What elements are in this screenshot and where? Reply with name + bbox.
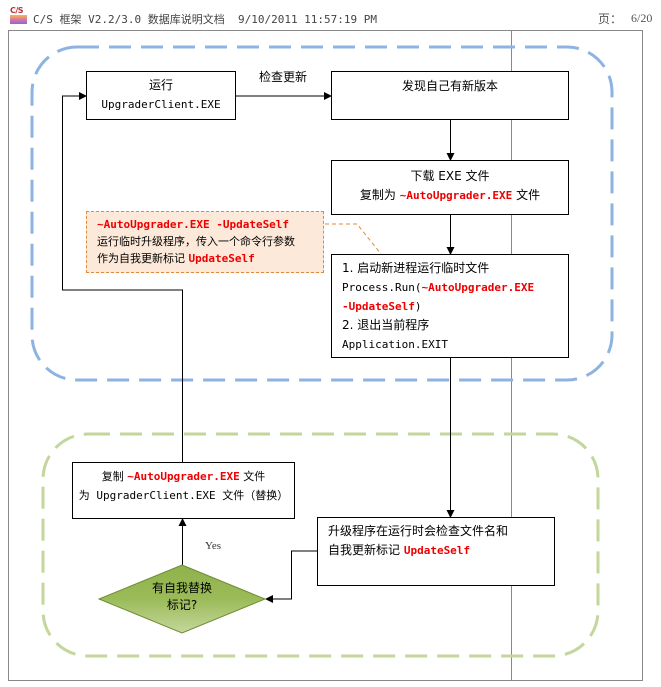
callout-line2: 运行临时升级程序，传入一个命令行参数 — [97, 235, 295, 248]
node-copy-replace: 复制 ~AutoUpgrader.EXE 文件 为 UpgraderClient… — [72, 462, 295, 519]
node-download-line2: 复制为 ~AutoUpgrader.EXE 文件 — [332, 186, 568, 205]
node-start-process-flag: -UpdateSelf — [342, 300, 415, 313]
node-check-filename-line2-prefix: 自我更新标记 — [328, 543, 404, 557]
page-number: 6/20 — [631, 11, 653, 25]
node-start-process-line5: Application.EXIT — [342, 338, 448, 351]
arrow-loop-back — [62, 92, 183, 462]
node-start-process: 1. 启动新进程运行临时文件 Process.Run(~AutoUpgrader… — [331, 254, 569, 358]
callout-line3-prefix: 作为自我更新标记 — [97, 252, 189, 265]
node-start-process-call: Process.Run( — [342, 281, 422, 294]
node-found-new-version-line1: 发现自己有新版本 — [401, 79, 498, 93]
node-download-line2-suffix: 文件 — [512, 188, 541, 202]
label-yes: Yes — [205, 540, 222, 552]
node-found-new-version: 发现自己有新版本 — [331, 71, 569, 120]
page-label: 页： — [598, 12, 623, 26]
decision-text: 有自我替换 标记? — [142, 580, 222, 614]
callout-line3: 作为自我更新标记 UpdateSelf — [97, 250, 323, 267]
node-copy-replace-line1: 复制 ~AutoUpgrader.EXE 文件 — [73, 467, 294, 486]
decision-line1: 有自我替换 — [151, 581, 212, 595]
node-start-process-line2: Process.Run(~AutoUpgrader.EXE — [342, 278, 568, 297]
label-check-update: 检查更新 — [259, 70, 308, 84]
logo-gradient — [10, 15, 27, 24]
callout-note: ~AutoUpgrader.EXE -UpdateSelf 运行临时升级程序，传… — [86, 211, 324, 273]
app-logo: C/S — [10, 6, 27, 24]
page-header: C/S C/S 框架 V2.2/3.0 数据库说明文档 9/10/2011 11… — [0, 0, 661, 30]
update-group-border — [30, 45, 614, 382]
decision-diamond — [97, 564, 267, 634]
replace-group-border — [41, 432, 600, 658]
document-title: C/S 框架 V2.2/3.0 数据库说明文档 9/10/2011 11:57:… — [33, 13, 378, 26]
callout-line1: ~AutoUpgrader.EXE -UpdateSelf — [97, 218, 290, 231]
logo-text: C/S — [10, 6, 24, 15]
node-download-line2-prefix: 复制为 — [359, 188, 400, 202]
node-check-filename: 升级程序在运行时会检查文件名和 自我更新标记 UpdateSelf — [317, 517, 555, 586]
node-copy-replace-line1-suffix: 文件 — [239, 470, 266, 483]
node-run-client: 运行 UpgraderClient.EXE — [86, 71, 236, 120]
node-check-filename-line1: 升级程序在运行时会检查文件名和 — [328, 524, 509, 538]
node-download: 下载 EXE 文件 复制为 ~AutoUpgrader.EXE 文件 — [331, 160, 569, 215]
node-download-line1: 下载 EXE 文件 — [410, 169, 490, 183]
node-copy-replace-line1-prefix: 复制 — [101, 470, 128, 483]
node-copy-replace-filename: ~AutoUpgrader.EXE — [127, 470, 240, 483]
node-check-filename-flag: UpdateSelf — [403, 544, 471, 557]
node-run-client-line1: 运行 — [148, 78, 173, 92]
node-start-process-line4: 2. 退出当前程序 — [342, 318, 430, 332]
node-copy-replace-line2: 为 UpgraderClient.EXE 文件（替换） — [78, 489, 289, 502]
node-check-filename-line2: 自我更新标记 UpdateSelf — [328, 541, 554, 560]
node-run-client-line2: UpgraderClient.EXE — [101, 98, 221, 111]
node-start-process-close: ) — [414, 300, 422, 313]
node-download-filename: ~AutoUpgrader.EXE — [399, 189, 513, 202]
node-start-process-line1: 1. 启动新进程运行临时文件 — [342, 261, 490, 275]
callout-connector — [325, 223, 382, 255]
decision-line2: 标记? — [166, 598, 198, 612]
node-start-process-line3: -UpdateSelf) — [342, 297, 568, 316]
arrow-to-decision — [265, 550, 317, 603]
callout-flag: UpdateSelf — [188, 252, 255, 265]
node-start-process-filename: ~AutoUpgrader.EXE — [421, 281, 535, 294]
